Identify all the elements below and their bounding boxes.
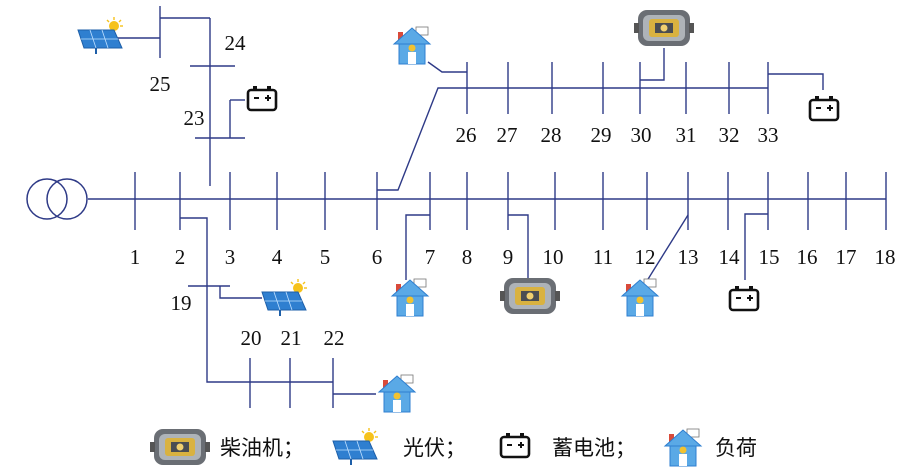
bus-label-24: 24	[225, 31, 247, 55]
bus-label-30: 30	[631, 123, 652, 147]
bus-label-13: 13	[678, 245, 699, 269]
bus-label-16: 16	[797, 245, 818, 269]
bus-label-29: 29	[591, 123, 612, 147]
bus-label-26: 26	[456, 123, 477, 147]
bus-label-8: 8	[462, 245, 473, 269]
bus-label-28: 28	[541, 123, 562, 147]
bus-label-2: 2	[175, 245, 186, 269]
legend: 柴油机； 光伏； 蓄电池； 负荷	[150, 427, 757, 467]
bus-label-12: 12	[635, 245, 656, 269]
bus-label-3: 3	[225, 245, 236, 269]
load-house-icon	[621, 278, 659, 317]
pv-panel-icon	[261, 278, 308, 317]
main-feeder	[88, 172, 887, 230]
legend-pv-icon	[332, 427, 379, 466]
legend-load-icon	[664, 428, 702, 467]
main-bus-labels: 1 2 3 4 5 6 7 8 9 10 11 12 13 14 15 16 1…	[130, 245, 896, 269]
bus-label-9: 9	[503, 245, 514, 269]
bus-label-31: 31	[676, 123, 697, 147]
load-house-icon	[378, 374, 416, 413]
upper-right-branch	[377, 48, 824, 191]
legend-load-label: 负荷	[715, 436, 757, 460]
transformer-icon	[26, 178, 88, 220]
bus-label-17: 17	[836, 245, 857, 269]
bus-label-4: 4	[272, 245, 283, 269]
load-house-icon	[391, 278, 429, 317]
legend-diesel-icon	[150, 429, 210, 465]
lower-branch	[180, 217, 376, 408]
bus-label-10: 10	[543, 245, 564, 269]
load-house-icon	[393, 26, 431, 65]
battery-icon	[728, 284, 760, 312]
bus-label-21: 21	[281, 326, 302, 350]
legend-battery-icon	[499, 431, 531, 459]
bus-label-27: 27	[497, 123, 518, 147]
bus-label-7: 7	[425, 245, 436, 269]
diesel-generator-icon	[500, 278, 560, 314]
bus-label-32: 32	[719, 123, 740, 147]
diesel-generator-icon	[634, 10, 694, 46]
pv-panel-icon	[77, 16, 124, 55]
legend-pv-label: 光伏；	[403, 436, 466, 460]
bus-label-14: 14	[719, 245, 741, 269]
bus-label-18: 18	[875, 245, 896, 269]
bus-label-22: 22	[324, 326, 345, 350]
bus-label-20: 20	[241, 326, 262, 350]
bus-label-19: 19	[171, 291, 192, 315]
battery-icon	[246, 84, 278, 112]
bus-label-5: 5	[320, 245, 331, 269]
bus-label-1: 1	[130, 245, 141, 269]
bus-label-15: 15	[759, 245, 780, 269]
bus-label-6: 6	[372, 245, 383, 269]
bus-label-33: 33	[758, 123, 779, 147]
upper-left-branch	[112, 6, 245, 186]
battery-icon	[808, 94, 840, 122]
bus-label-11: 11	[593, 245, 613, 269]
bus-label-23: 23	[184, 106, 205, 130]
bus-label-25: 25	[150, 72, 171, 96]
main-attachments	[405, 213, 768, 293]
legend-battery-label: 蓄电池；	[552, 436, 636, 460]
legend-diesel-label: 柴油机；	[220, 436, 304, 460]
